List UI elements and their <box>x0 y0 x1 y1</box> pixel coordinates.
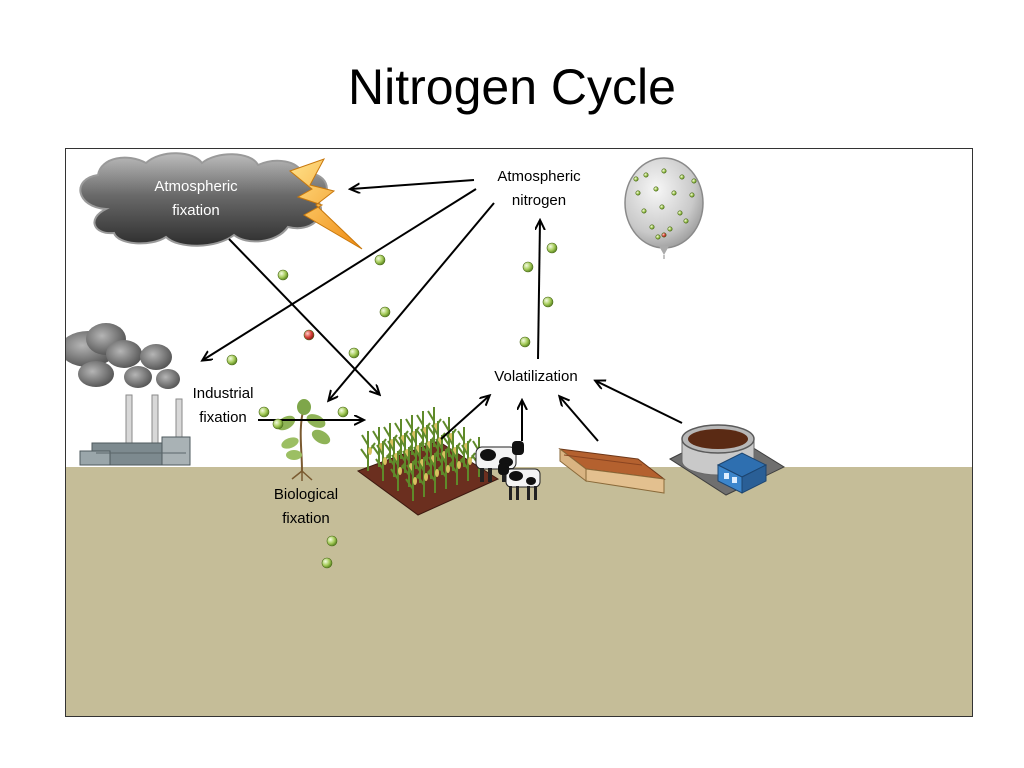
balloon-particle <box>667 226 673 232</box>
balloon-particle <box>679 174 685 180</box>
arrow-nitrogen-to-industrial-fixation <box>203 188 477 360</box>
nitrogen-particle <box>542 296 554 308</box>
balloon-particle <box>653 186 659 192</box>
nitrogen-particle <box>258 406 270 418</box>
balloon-highlight-particle <box>661 232 667 238</box>
balloon-particle <box>633 176 639 182</box>
nitrogen-particle <box>522 261 534 273</box>
balloon-particle <box>641 208 647 214</box>
nitrogen-particle <box>379 306 391 318</box>
balloon-particle <box>655 234 661 240</box>
balloon-particle <box>659 204 665 210</box>
label-volatilization: Volatilization <box>494 368 578 385</box>
nitrogen-particle <box>321 557 333 569</box>
corn-stalk <box>360 431 376 471</box>
nitrogen-particle <box>226 354 238 366</box>
corn-stalk <box>375 441 391 481</box>
lightning-icon <box>288 158 363 250</box>
balloon-particle <box>643 172 649 178</box>
balloon-particle <box>649 224 655 230</box>
cow-icon <box>475 441 541 500</box>
arrow-tank-to-volatilization <box>596 381 683 424</box>
arrow-nitrogen-to-biological-fixation <box>329 202 495 400</box>
nitrogen-particle <box>519 336 531 348</box>
slide-title: Nitrogen Cycle <box>348 59 676 115</box>
balloon-icon <box>624 157 704 259</box>
balloon-particle <box>683 218 689 224</box>
factory-smokestack-icon <box>66 323 191 466</box>
corn-stalk <box>449 445 465 485</box>
nitrogen-particle <box>272 418 284 430</box>
corn-stalk <box>405 461 421 501</box>
label-biological-fixation: Biological fixation <box>273 486 339 527</box>
nitrogen-particle <box>277 269 289 281</box>
arrow-nitrogen-to-atmospheric-fixation <box>351 179 475 189</box>
nitrogen-cycle-diagram: Atmospheric fixation Atmospheric nitroge… <box>65 148 973 717</box>
nitrogen-particle <box>326 535 338 547</box>
corn-stalk <box>438 449 454 489</box>
label-atmospheric-nitrogen: Atmospheric nitrogen <box>497 168 581 209</box>
corn-stalk <box>460 441 476 481</box>
flow-arrows <box>203 179 683 442</box>
balloon-particle <box>635 190 641 196</box>
manure-storage-tank-icon <box>668 424 786 496</box>
nitrogen-particles <box>226 242 558 569</box>
nitrogen-particle <box>374 254 386 266</box>
nitrogen-particle <box>337 406 349 418</box>
arrow-barn-to-volatilization <box>560 397 599 442</box>
cloud-icon <box>79 152 328 247</box>
arrow-volatilization-to-nitrogen <box>538 221 540 360</box>
balloon-particle <box>671 190 677 196</box>
corn-stalk <box>427 453 443 493</box>
nitrogen-particle <box>348 347 360 359</box>
corn-stalk <box>390 451 406 491</box>
soil-ground <box>66 467 972 716</box>
balloon-particle <box>691 178 697 184</box>
label-industrial-fixation: Industrial fixation <box>192 385 254 426</box>
balloon-particle <box>689 192 695 198</box>
diagram-canvas <box>66 152 972 716</box>
nitrogen-particle <box>546 242 558 254</box>
balloon-particle <box>661 168 667 174</box>
arrow-corn-to-volatilization <box>440 396 489 440</box>
barn-icon <box>558 447 666 494</box>
corn-stalk <box>416 457 432 497</box>
arrow-atmospheric-fixation-to-corn <box>228 238 379 394</box>
balloon-particle <box>677 210 683 216</box>
label-atmospheric-fixation: Atmospheric fixation <box>154 178 238 219</box>
highlight-particle <box>303 329 315 341</box>
